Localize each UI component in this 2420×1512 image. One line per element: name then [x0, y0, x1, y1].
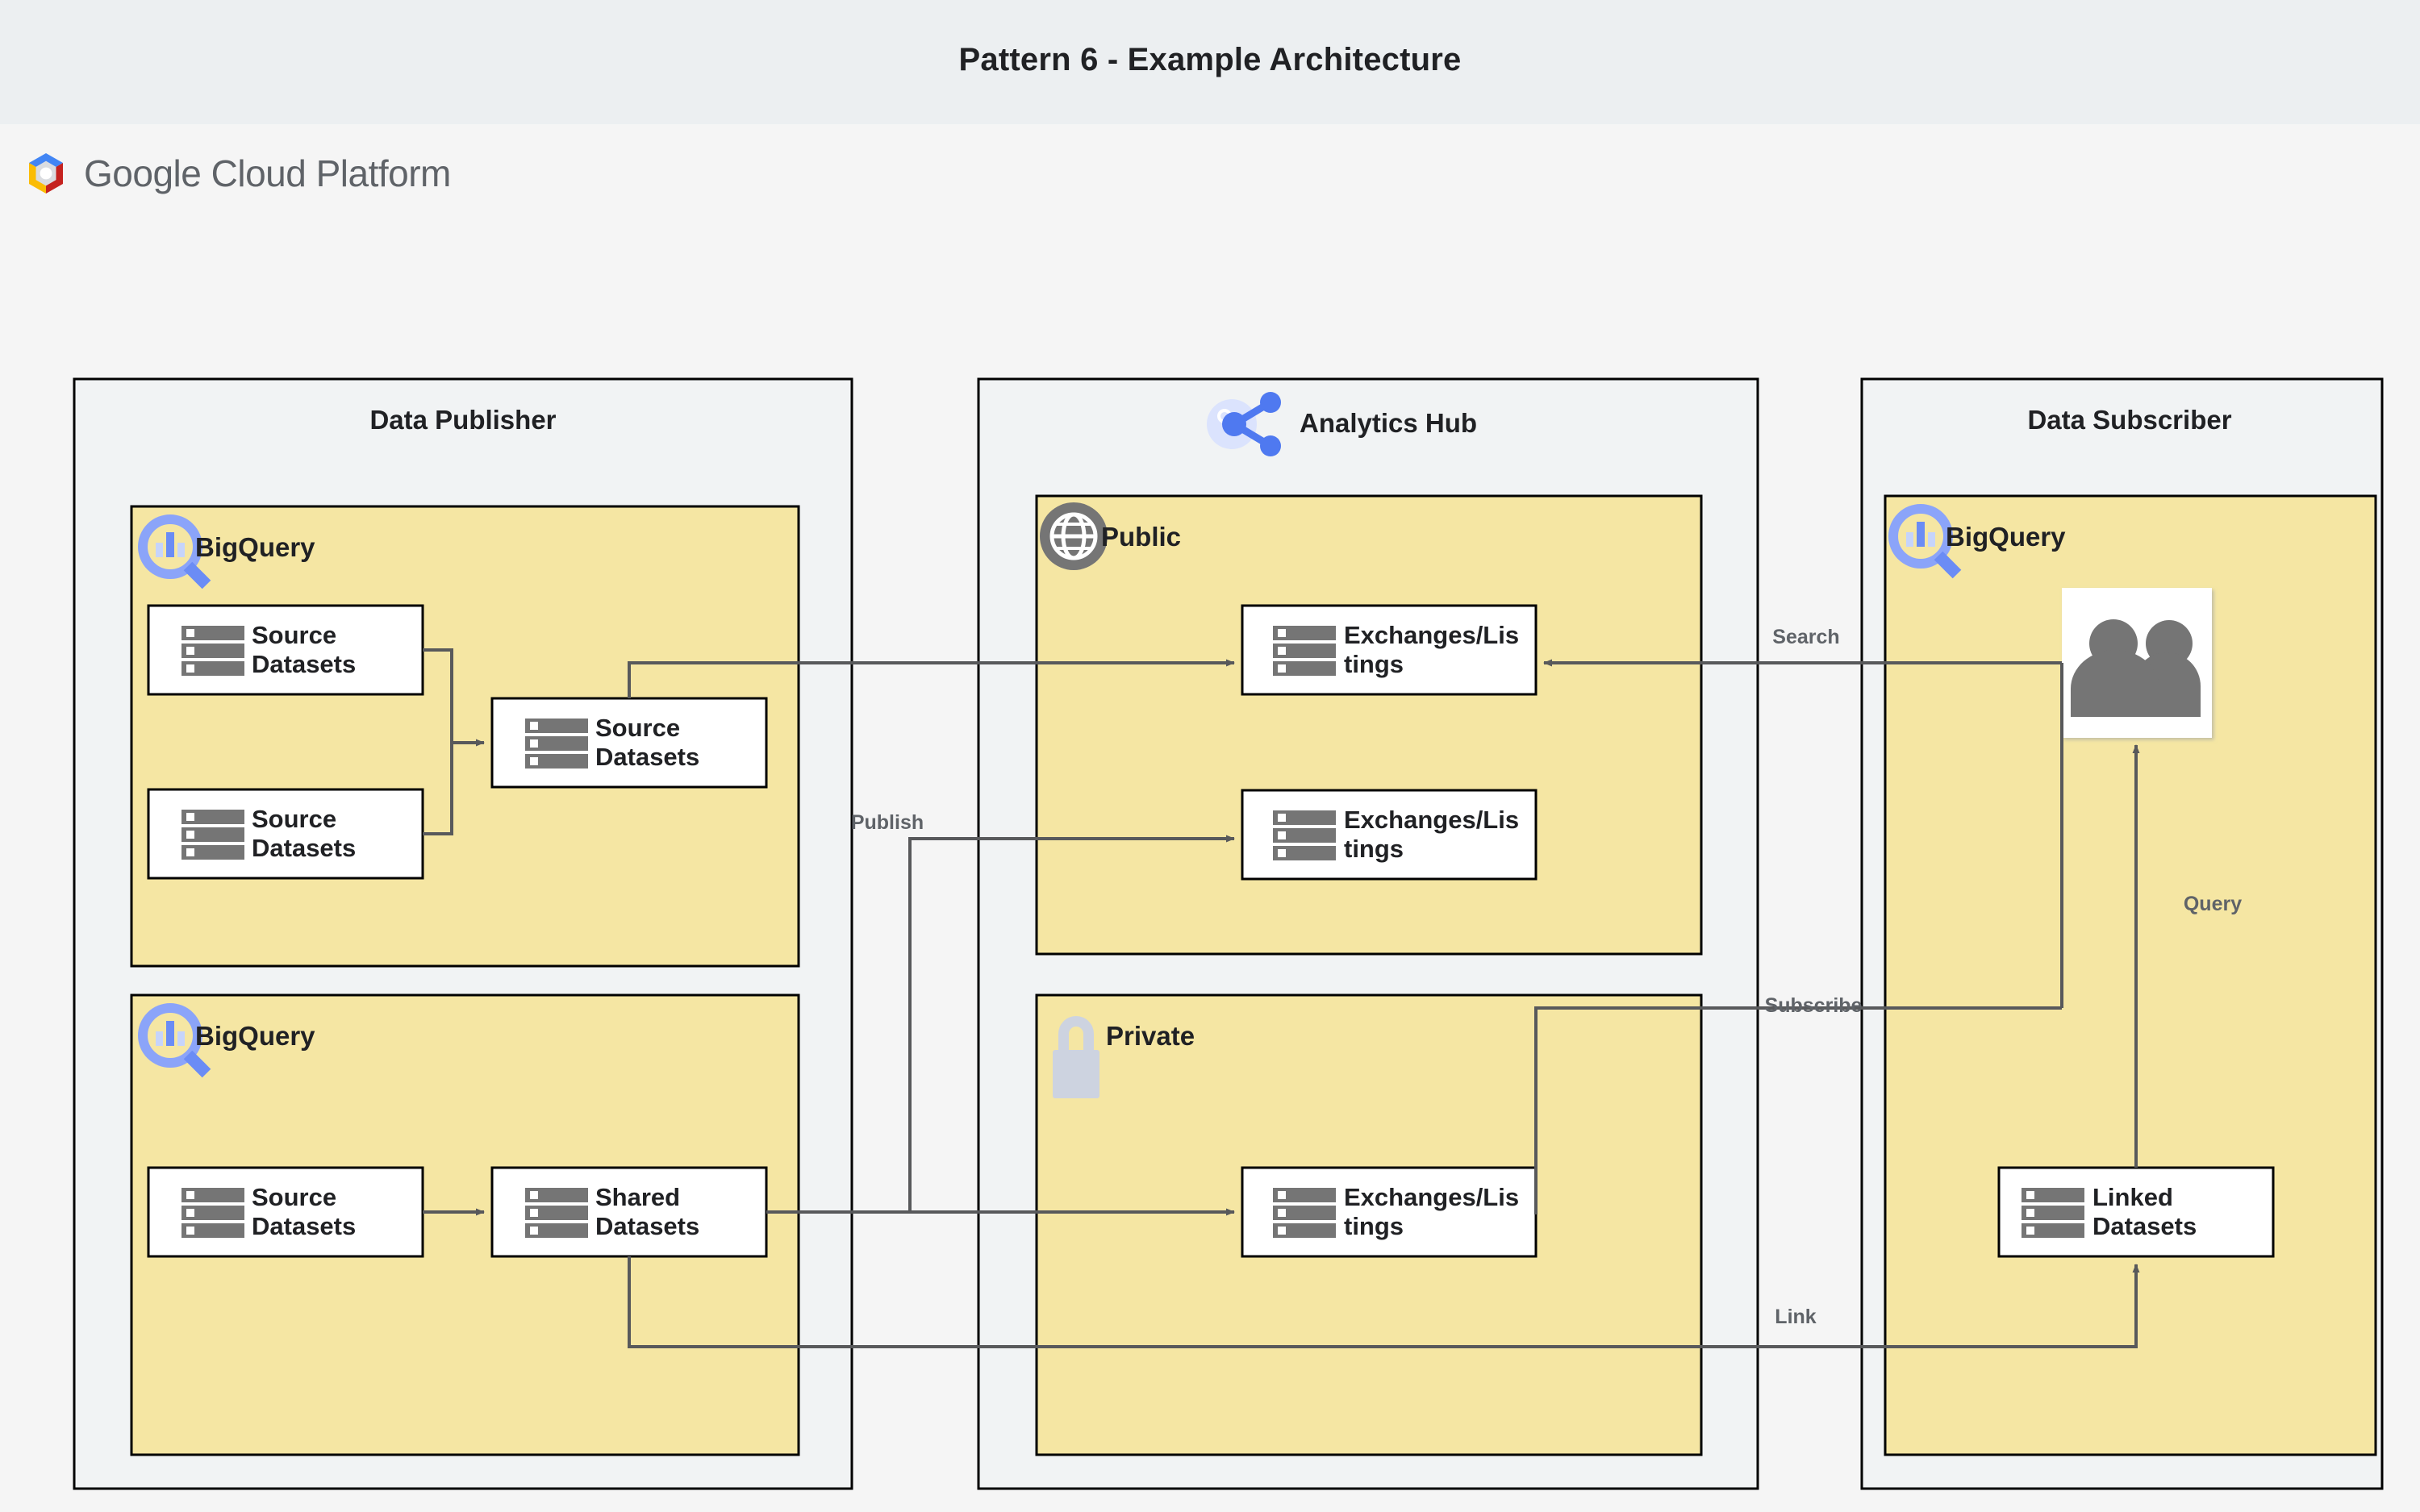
- datasets-icon: [525, 719, 588, 768]
- node-shared-datasets-1[interactable]: Shared Datasets: [490, 1166, 768, 1258]
- service-subscriber-bigquery-label: BigQuery: [1946, 522, 2066, 552]
- lock-icon: [1053, 1016, 1099, 1098]
- users-icon: [2071, 619, 2201, 717]
- page-title: Pattern 6 - Example Architecture: [958, 42, 1462, 77]
- edge-label-search: Search: [1772, 626, 1839, 648]
- edge-publish-top: [628, 659, 1235, 698]
- node-source-datasets-1-line1: Source: [252, 621, 336, 649]
- node-source-datasets-2[interactable]: Source Datasets: [147, 788, 424, 880]
- datasets-icon: [182, 810, 244, 860]
- edge-label-subscribe: Subscribe: [1765, 994, 1863, 1017]
- service-publisher-bigquery-top-label: BigQuery: [195, 532, 315, 562]
- node-source-datasets-3[interactable]: Source Datasets: [490, 697, 768, 789]
- bigquery-icon: [1888, 504, 1962, 579]
- node-source-datasets-4-line1: Source: [252, 1183, 336, 1211]
- node-source-datasets-1-line2: Datasets: [252, 650, 356, 678]
- edge-link: [628, 1256, 2140, 1348]
- edge-label-query: Query: [2184, 893, 2242, 915]
- node-source-datasets-3-line1: Source: [595, 714, 680, 742]
- datasets-icon: [1273, 1188, 1336, 1238]
- bigquery-icon: [138, 514, 211, 589]
- edge-subscribe: [1534, 1006, 2062, 1214]
- google-cloud-platform-logo-icon: [29, 153, 63, 194]
- datasets-icon: [2022, 1188, 2084, 1238]
- architecture-diagram: Data Publisher BigQuery: [73, 377, 2384, 1490]
- node-exchanges-listings-3-line2: tings: [1344, 1212, 1404, 1240]
- edge-label-link: Link: [1775, 1306, 1816, 1328]
- service-public-exchange-label: Public: [1101, 522, 1181, 552]
- node-users[interactable]: [2062, 588, 2212, 738]
- node-shared-datasets-1-line2: Datasets: [595, 1212, 699, 1240]
- datasets-icon: [1273, 810, 1336, 860]
- zone-data-subscriber-label: Data Subscriber: [2027, 405, 2231, 435]
- node-exchanges-listings-3[interactable]: Exchanges/Lis tings: [1241, 1166, 1538, 1258]
- datasets-icon: [182, 626, 244, 676]
- service-private-exchange-label: Private: [1106, 1021, 1195, 1051]
- edge-publish-middle: [908, 835, 1235, 1189]
- edge-src2-to-src3: [423, 743, 453, 835]
- analytics-hub-icon: [1207, 392, 1281, 456]
- service-private-exchange[interactable]: Private: [1035, 993, 1703, 1456]
- node-linked-datasets-1-line2: Datasets: [2092, 1212, 2197, 1240]
- service-public-exchange-box: [1035, 494, 1703, 956]
- node-linked-datasets-1[interactable]: Linked Datasets: [1997, 1166, 2275, 1258]
- datasets-icon: [525, 1188, 588, 1238]
- globe-icon: [1040, 502, 1108, 570]
- edge-src1-to-src3: [423, 648, 485, 747]
- zone-analytics-hub-label: Analytics Hub: [1300, 408, 1477, 438]
- gcp-brand-cloud-platform: Cloud Platform: [211, 152, 452, 194]
- bigquery-icon: [138, 1003, 211, 1078]
- edge-label-publish: Publish: [851, 811, 924, 834]
- gcp-brand-text: Google Cloud Platform: [84, 152, 451, 195]
- node-exchanges-listings-1[interactable]: Exchanges/Lis tings: [1241, 604, 1538, 696]
- node-exchanges-listings-1-line2: tings: [1344, 650, 1404, 678]
- diagram-canvas: Google Cloud Platform Data Publisher: [0, 124, 2420, 1512]
- service-publisher-bigquery-bottom-label: BigQuery: [195, 1021, 315, 1051]
- node-exchanges-listings-1-line1: Exchanges/Lis: [1344, 621, 1519, 649]
- gcp-brand-google: Google: [84, 152, 202, 194]
- node-source-datasets-2-line1: Source: [252, 805, 336, 833]
- service-public-exchange[interactable]: Public: [1035, 494, 1703, 956]
- datasets-icon: [182, 1188, 244, 1238]
- gcp-brand-bar: Google Cloud Platform: [23, 150, 451, 197]
- node-source-datasets-1[interactable]: Source Datasets: [147, 604, 424, 696]
- node-exchanges-listings-2-line2: tings: [1344, 835, 1404, 863]
- node-source-datasets-4-line2: Datasets: [252, 1212, 356, 1240]
- node-exchanges-listings-3-line1: Exchanges/Lis: [1344, 1183, 1519, 1211]
- zone-data-publisher-label: Data Publisher: [369, 405, 556, 435]
- node-linked-datasets-1-line1: Linked: [2092, 1183, 2173, 1211]
- node-exchanges-listings-2-line1: Exchanges/Lis: [1344, 806, 1519, 834]
- node-exchanges-listings-2[interactable]: Exchanges/Lis tings: [1241, 789, 1538, 881]
- title-bar: Pattern 6 - Example Architecture: [0, 0, 2420, 124]
- node-source-datasets-2-line2: Datasets: [252, 834, 356, 862]
- service-private-exchange-box: [1035, 993, 1703, 1456]
- node-shared-datasets-1-line1: Shared: [595, 1183, 680, 1211]
- datasets-icon: [1273, 626, 1336, 676]
- node-source-datasets-4[interactable]: Source Datasets: [147, 1166, 424, 1258]
- node-source-datasets-3-line2: Datasets: [595, 743, 699, 771]
